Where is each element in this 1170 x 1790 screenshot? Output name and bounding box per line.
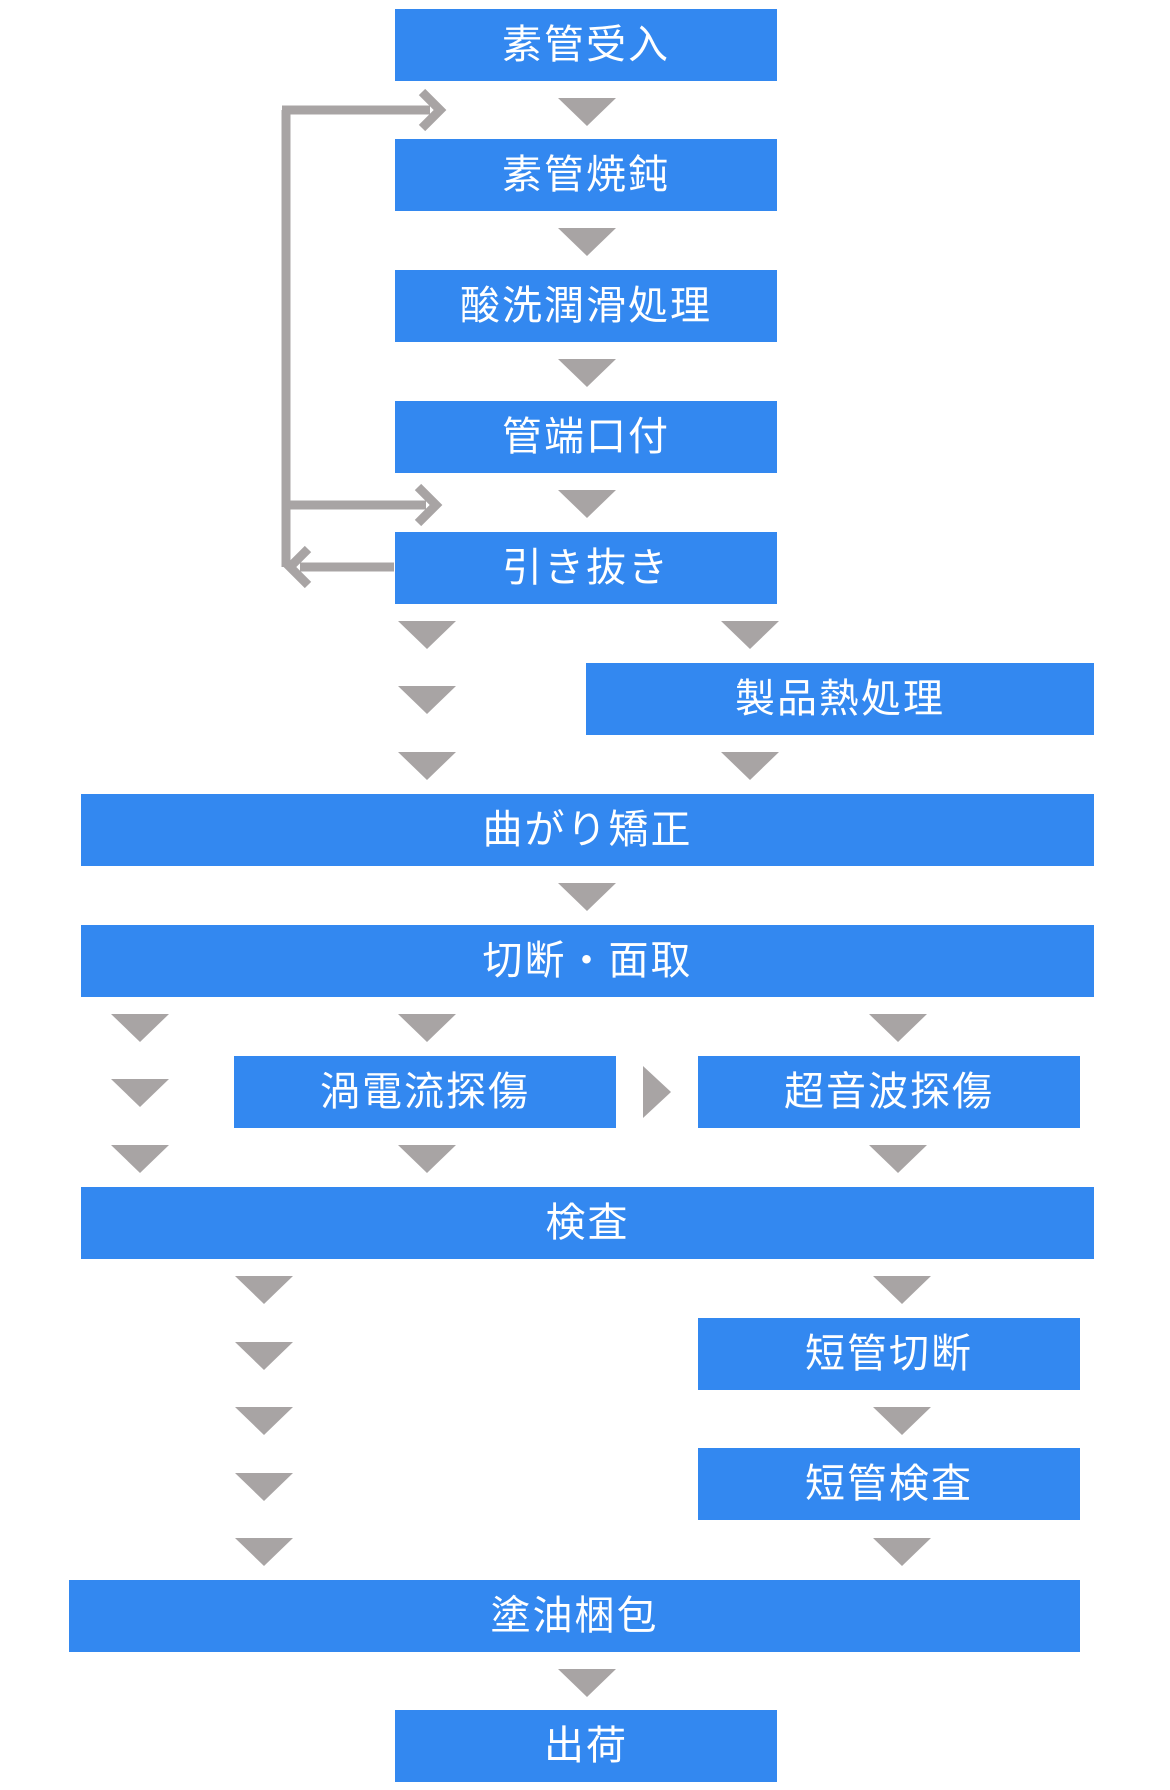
down-arrow-icon bbox=[111, 1014, 169, 1042]
down-arrow-icon bbox=[721, 752, 779, 780]
step-pointing-label: 管端口付 bbox=[502, 414, 670, 460]
step-drawing: 引き抜き bbox=[395, 532, 777, 604]
down-arrow-icon bbox=[111, 1079, 169, 1107]
step-cutting-label: 切断・面取 bbox=[482, 938, 693, 984]
down-arrow-icon bbox=[235, 1538, 293, 1566]
down-arrow-icon bbox=[558, 359, 616, 387]
step-receive-label: 素管受入 bbox=[502, 22, 670, 68]
down-arrow-icon bbox=[869, 1014, 927, 1042]
step-short-inspect-label: 短管検査 bbox=[805, 1461, 973, 1507]
down-arrow-icon bbox=[398, 752, 456, 780]
step-pickling-label: 酸洗潤滑処理 bbox=[460, 283, 712, 329]
down-arrow-icon bbox=[398, 1014, 456, 1042]
down-arrow-icon bbox=[873, 1538, 931, 1566]
step-anneal: 素管焼鈍 bbox=[395, 139, 777, 211]
step-short-cut-label: 短管切断 bbox=[805, 1331, 973, 1377]
loop-return-arrowhead-icon bbox=[283, 545, 312, 589]
step-ultrasonic: 超音波探傷 bbox=[698, 1056, 1080, 1128]
step-heat-treatment: 製品熱処理 bbox=[586, 663, 1094, 735]
down-arrow-icon bbox=[558, 228, 616, 256]
down-arrow-icon bbox=[235, 1276, 293, 1304]
down-arrow-icon bbox=[111, 1145, 169, 1173]
step-straightening-label: 曲がり矯正 bbox=[482, 807, 693, 853]
step-oiling-packing: 塗油梱包 bbox=[69, 1580, 1080, 1652]
loop-middle-arrowhead-icon bbox=[414, 483, 443, 527]
right-arrow-icon bbox=[643, 1066, 671, 1118]
down-arrow-icon bbox=[398, 1145, 456, 1173]
step-shipping: 出荷 bbox=[395, 1710, 777, 1782]
down-arrow-icon bbox=[235, 1407, 293, 1435]
step-drawing-label: 引き抜き bbox=[502, 545, 670, 591]
step-heat-treatment-label: 製品熱処理 bbox=[735, 676, 945, 722]
step-short-cut: 短管切断 bbox=[698, 1318, 1080, 1390]
down-arrow-icon bbox=[873, 1407, 931, 1435]
down-arrow-icon bbox=[869, 1145, 927, 1173]
down-arrow-icon bbox=[558, 883, 616, 911]
down-arrow-icon bbox=[235, 1473, 293, 1501]
step-inspection: 検査 bbox=[81, 1187, 1094, 1259]
step-shipping-label: 出荷 bbox=[544, 1723, 628, 1769]
down-arrow-icon bbox=[235, 1342, 293, 1370]
step-ultrasonic-label: 超音波探傷 bbox=[784, 1069, 994, 1115]
down-arrow-icon bbox=[558, 490, 616, 518]
step-inspection-label: 検査 bbox=[545, 1200, 630, 1246]
step-anneal-label: 素管焼鈍 bbox=[502, 152, 670, 198]
down-arrow-icon bbox=[558, 1669, 616, 1697]
down-arrow-icon bbox=[558, 98, 616, 126]
step-eddy-current: 渦電流探傷 bbox=[234, 1056, 616, 1128]
step-eddy-current-label: 渦電流探傷 bbox=[320, 1069, 530, 1115]
step-cutting: 切断・面取 bbox=[81, 925, 1094, 997]
down-arrow-icon bbox=[721, 621, 779, 649]
step-short-inspect: 短管検査 bbox=[698, 1448, 1080, 1520]
step-receive: 素管受入 bbox=[395, 9, 777, 81]
down-arrow-icon bbox=[873, 1276, 931, 1304]
down-arrow-icon bbox=[398, 621, 456, 649]
step-straightening: 曲がり矯正 bbox=[81, 794, 1094, 866]
step-pickling: 酸洗潤滑処理 bbox=[395, 270, 777, 342]
loop-top-arrowhead-icon bbox=[418, 88, 447, 132]
down-arrow-icon bbox=[398, 686, 456, 714]
step-oiling-packing-label: 塗油梱包 bbox=[490, 1593, 659, 1639]
step-pointing: 管端口付 bbox=[395, 401, 777, 473]
